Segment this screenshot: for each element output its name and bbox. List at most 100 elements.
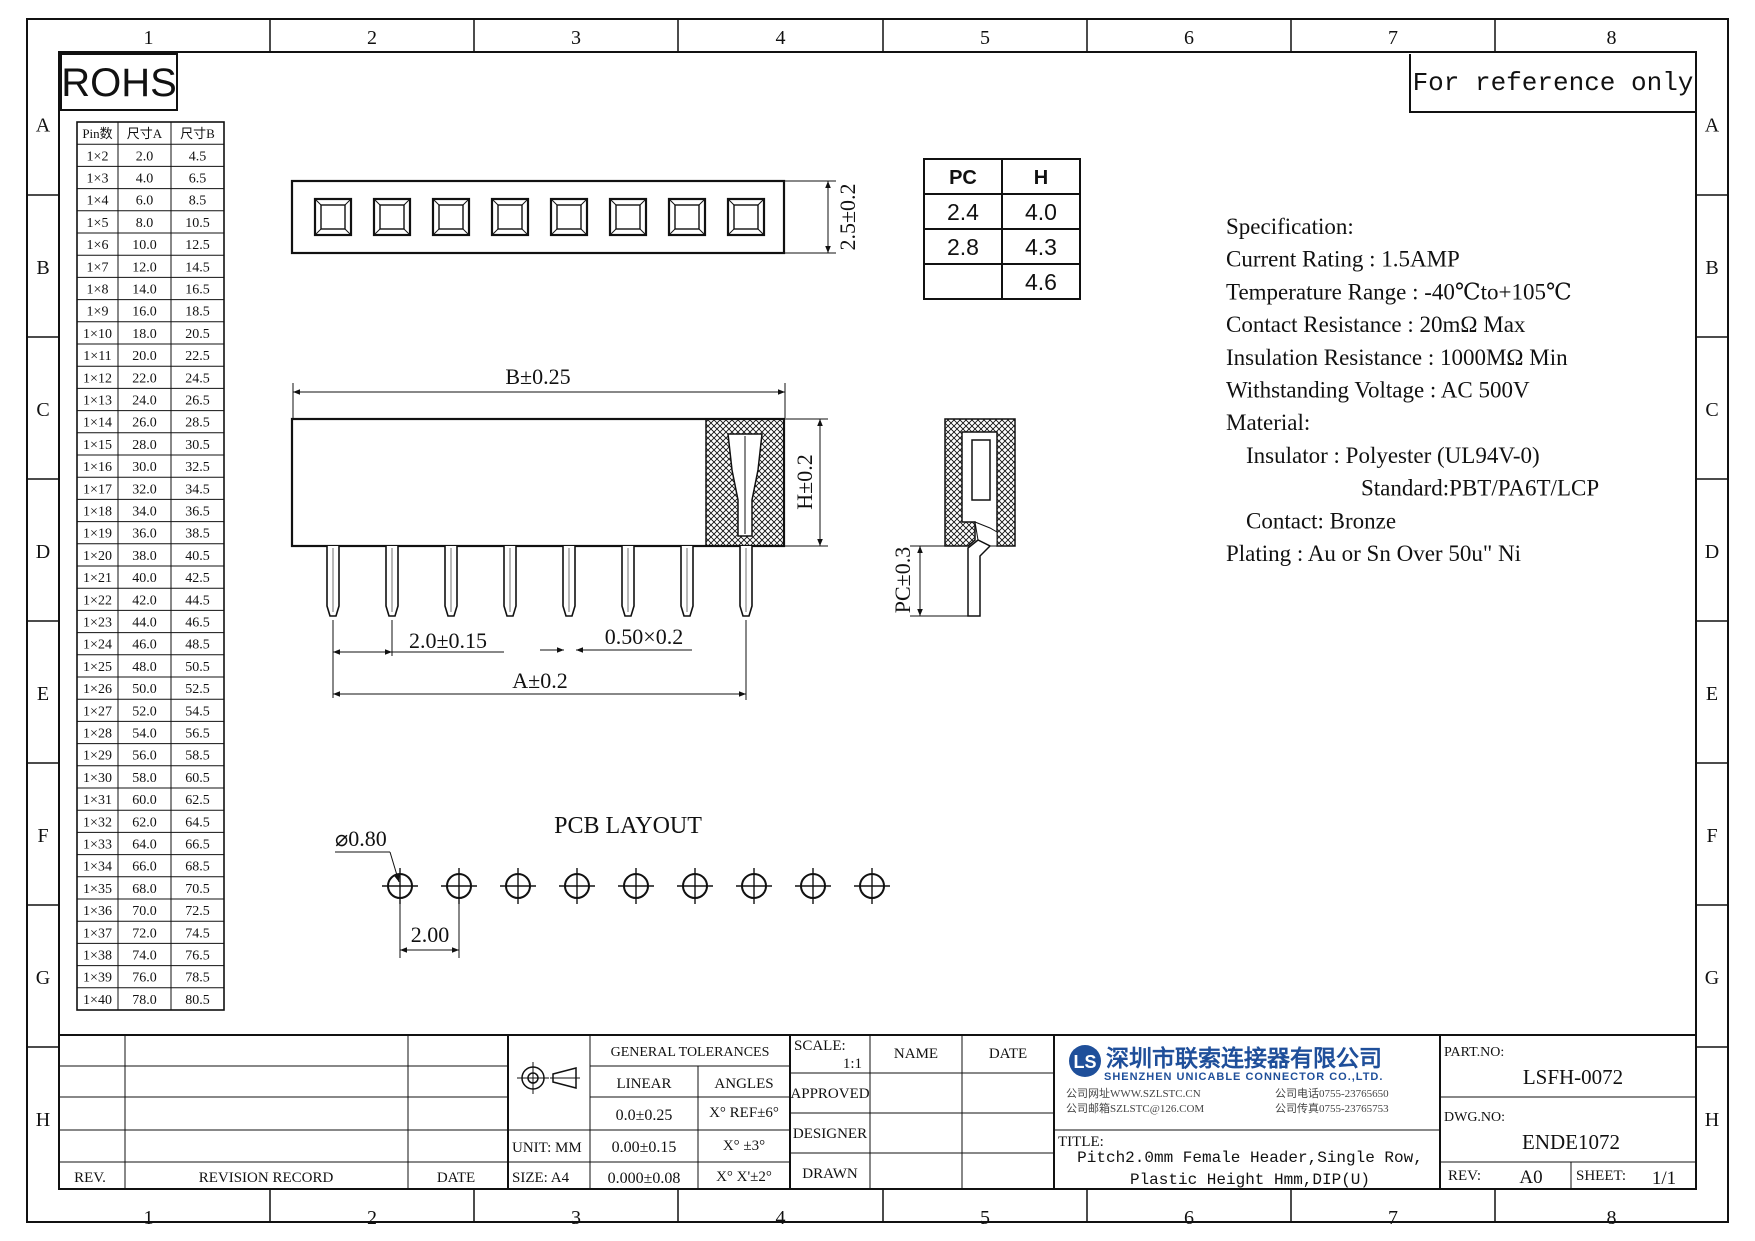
pin-table-cell: 12.5 — [185, 238, 210, 253]
angle-tol-3: X° X'±2° — [716, 1169, 772, 1185]
pin-table-cell: 42.5 — [185, 571, 210, 586]
rohs-label: ROHS — [61, 61, 177, 105]
pin-table-cell: 22.5 — [185, 349, 210, 364]
zone-row-left: A — [36, 115, 51, 137]
pin-table-cell: 10.5 — [185, 216, 210, 231]
pcb-hole — [736, 868, 772, 904]
company-name-cn: 深圳市联索连接器有限公司 — [1106, 1045, 1382, 1071]
pin-table-cell: 64.5 — [185, 815, 210, 830]
zone-row-right: G — [1705, 967, 1719, 989]
spec-line: Temperature Range : -40℃to+105℃ — [1226, 279, 1572, 304]
date-label: DATE — [437, 1170, 475, 1186]
pin-table-cell: 1×16 — [83, 460, 112, 475]
pin-table-cell: 1×14 — [83, 416, 112, 431]
pcb-layout-title: PCB LAYOUT — [554, 813, 702, 839]
contact-cavity — [313, 197, 353, 237]
length-a-dim: A±0.2 — [512, 668, 567, 693]
spec-line: Material: — [1226, 410, 1310, 435]
zone-row-right: C — [1705, 399, 1718, 421]
pin-table-cell: 72.5 — [185, 904, 210, 919]
pin-table-cell: 24.5 — [185, 371, 210, 386]
pin-table-cell: 16.5 — [185, 283, 210, 298]
pin-table-cell: 1×22 — [83, 593, 112, 608]
spec-line: Standard:PBT/PA6T/LCP — [1361, 476, 1599, 501]
pin-table-cell: 66.0 — [132, 860, 157, 875]
pin-table-cell: 42.0 — [132, 593, 157, 608]
pcb-hole — [795, 868, 831, 904]
pin-table-cell: 58.0 — [132, 771, 157, 786]
pin-table-cell: 70.5 — [185, 882, 210, 897]
pin-table-cell: 1×40 — [83, 993, 112, 1008]
title-label: TITLE: — [1058, 1134, 1104, 1150]
pin-table-cell: 36.0 — [132, 527, 157, 542]
zone-col-top: 6 — [1184, 27, 1194, 49]
zone-col-top: 1 — [144, 27, 154, 49]
pin-table-cell: 1×8 — [87, 283, 109, 298]
pin-table-cell: 1×19 — [83, 527, 112, 542]
height-h-dim: H±0.2 — [792, 454, 817, 509]
pin-table-cell: 10.0 — [132, 238, 157, 253]
pin-table-cell: 22.0 — [132, 371, 157, 386]
pin-table-cell: 62.0 — [132, 815, 157, 830]
pin-table-cell: 54.5 — [185, 704, 210, 719]
pin-table-cell: 72.0 — [132, 926, 157, 941]
reference-note: For reference only — [1413, 68, 1694, 98]
pin-table-cell: 1×26 — [83, 682, 112, 697]
pin-table-cell: 1×15 — [83, 438, 112, 453]
pin-table-cell: 1×10 — [83, 327, 112, 342]
pin-table-cell: 56.5 — [185, 727, 210, 742]
pin-table-cell: 1×37 — [83, 926, 112, 941]
zone-row-right: B — [1705, 257, 1718, 279]
angle-tol-1: X° REF±6° — [709, 1105, 779, 1121]
zone-col-bottom: 8 — [1607, 1207, 1617, 1229]
pin-table-cell: 76.5 — [185, 949, 210, 964]
pin-table-cell: 14.0 — [132, 283, 157, 298]
pin-table-cell: 38.5 — [185, 527, 210, 542]
designer-label: DESIGNER — [793, 1126, 867, 1142]
pin-table-cell: 1×32 — [83, 815, 112, 830]
zone-col-bottom: 5 — [980, 1207, 990, 1229]
specification-block: Specification:Current Rating : 1.5AMPTem… — [1226, 214, 1599, 566]
pin-table-cell: 32.5 — [185, 460, 210, 475]
title-block: REV. REVISION RECORD DATE UNIT: MM SIZE:… — [59, 1034, 1696, 1189]
zone-row-right: A — [1705, 115, 1720, 137]
linear-tol-2: 0.00±0.15 — [612, 1139, 677, 1156]
unit-label: UNIT: MM — [512, 1140, 582, 1156]
pin-table-cell: 1×17 — [83, 482, 112, 497]
general-tolerances-label: GENERAL TOLERANCES — [611, 1045, 770, 1060]
pin-table-cell: 30.5 — [185, 438, 210, 453]
pin-table-cell: 1×31 — [83, 793, 112, 808]
dwg-no-value: ENDE1072 — [1522, 1130, 1620, 1154]
pin-table-cell: 32.0 — [132, 482, 157, 497]
zone-col-top: 3 — [571, 27, 581, 49]
pin-table-cell: 1×13 — [83, 394, 112, 409]
zone-col-bottom: 3 — [571, 1207, 581, 1229]
pin-table-cell: 1×3 — [87, 172, 109, 187]
pc-h-table-header: PC — [949, 167, 977, 189]
pin-table-cell: 58.5 — [185, 749, 210, 764]
pin-table-cell: 1×7 — [87, 260, 109, 275]
pc-h-table-cell: 2.4 — [947, 199, 979, 225]
linear-label: LINEAR — [617, 1076, 672, 1092]
pin-table-cell: 14.5 — [185, 260, 210, 275]
title-line-1: Pitch2.0mm Female Header,Single Row, — [1077, 1149, 1423, 1167]
zone-col-top: 2 — [367, 27, 377, 49]
pin-table-cell: 74.5 — [185, 926, 210, 941]
pin-table-cell: 2.0 — [136, 149, 154, 164]
pc-h-table-cell: 4.0 — [1025, 199, 1057, 225]
zone-row-left: C — [36, 399, 49, 421]
linear-tol-1: 0.0±0.25 — [616, 1107, 673, 1124]
zone-row-right: D — [1705, 541, 1719, 563]
company-website: 公司网址WWW.SZLSTC.CN — [1066, 1086, 1201, 1100]
pin-table-cell: 24.0 — [132, 394, 157, 409]
sheet-value: 1/1 — [1652, 1168, 1676, 1189]
pin-table-cell: 74.0 — [132, 949, 157, 964]
spec-line: Specification: — [1226, 214, 1354, 239]
spec-line: Insulation Resistance : 1000MΩ Min — [1226, 345, 1568, 370]
drawn-label: DRAWN — [802, 1166, 858, 1182]
zone-row-left: D — [36, 541, 50, 563]
front-view: B±0.25 H±0.2 2.0±0.15 0.50×0.2 A±0.2 — [290, 364, 828, 700]
zone-col-top: 8 — [1607, 27, 1617, 49]
